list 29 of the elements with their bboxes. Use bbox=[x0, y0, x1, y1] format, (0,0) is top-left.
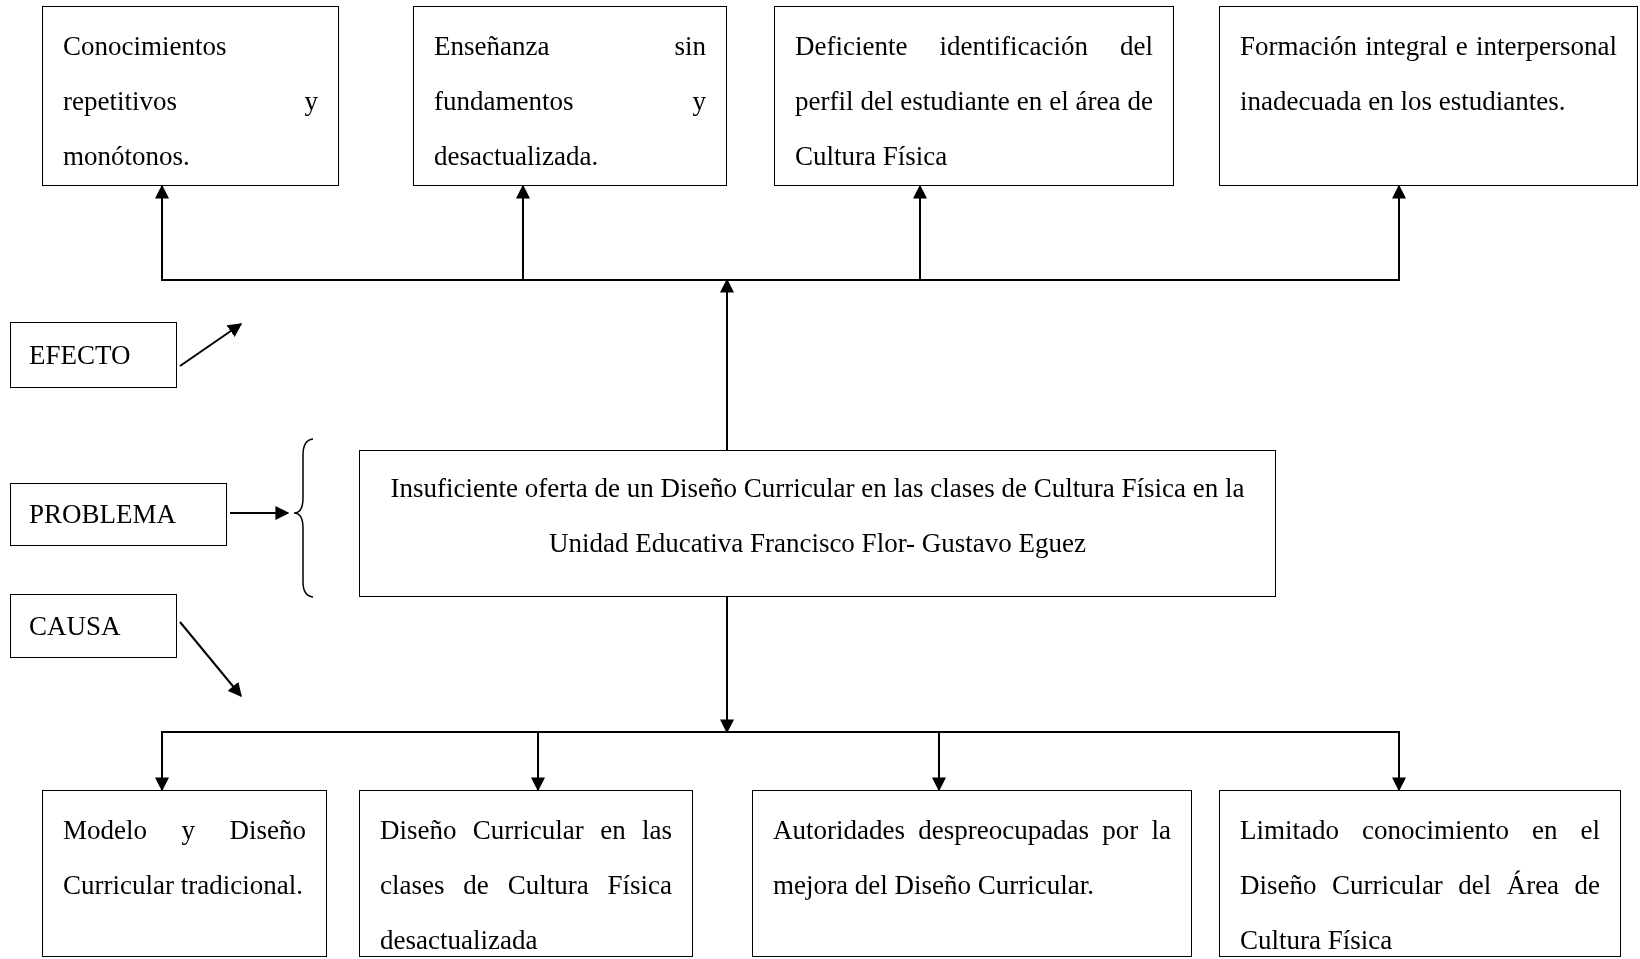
category-box bbox=[10, 322, 177, 388]
cause-box bbox=[42, 790, 327, 957]
category-box bbox=[10, 483, 227, 546]
effect-box bbox=[774, 6, 1174, 186]
effect-box bbox=[413, 6, 727, 186]
cause-box bbox=[752, 790, 1192, 957]
trunk-arrow bbox=[720, 596, 734, 734]
box-text: Autoridades despreocupadas por la mejora del Diseño Curricular. bbox=[773, 814, 1171, 902]
arrow bbox=[179, 621, 242, 698]
category-box bbox=[10, 594, 177, 658]
trunk-arrow bbox=[720, 278, 734, 451]
box-text: Limitado conocimiento en el Diseño Curricular del Área de Cultura Física bbox=[1240, 814, 1600, 957]
box-text: Enseñanza sin fundamentos y desactualizada. bbox=[434, 30, 706, 173]
box-text: Modelo y Diseño Curricular tradicional. bbox=[63, 814, 306, 902]
box-text: Insuficiente oferta de un Diseño Curricular en las clases de Cultura Física en la Unidad Educativa Francisco Flor- Gustavo Eguez bbox=[389, 472, 1246, 560]
effect-box bbox=[1219, 6, 1638, 186]
cause-box bbox=[1219, 790, 1621, 957]
box-text: Diseño Curricular en las clases de Cultura Física desactualizada bbox=[380, 814, 672, 957]
box-text: CAUSA bbox=[29, 610, 121, 642]
arrow bbox=[229, 506, 290, 520]
problem-box bbox=[359, 450, 1276, 597]
box-text: Conocimientos repetitivos y monótonos. bbox=[63, 30, 318, 173]
effect-box bbox=[42, 6, 339, 186]
box-text: EFECTO bbox=[29, 339, 131, 371]
box-text: Formación integral e interpersonal inadecuada en los estudiantes. bbox=[1240, 30, 1617, 118]
box-text: Deficiente identificación del perfil del estudiante en el área de Cultura Física bbox=[795, 30, 1153, 173]
box-text: PROBLEMA bbox=[29, 499, 177, 530]
cause-box bbox=[359, 790, 693, 957]
arrow bbox=[179, 323, 243, 367]
